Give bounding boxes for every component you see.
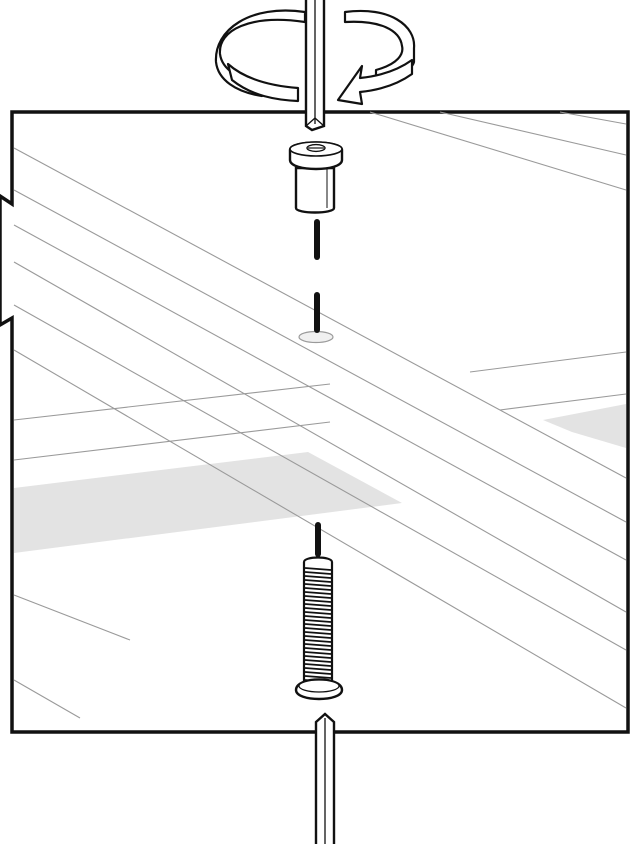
- bolt-thread-line: [304, 575, 332, 579]
- bolt-hole: [298, 330, 334, 344]
- barrel-nut: [288, 141, 344, 214]
- bolt-thread-line: [304, 579, 332, 583]
- bolt-thread-line: [304, 647, 332, 651]
- bolt-thread-line: [304, 639, 332, 643]
- bolt-thread-line: [304, 675, 332, 679]
- bolt-thread-line: [304, 583, 332, 587]
- bolt-thread-line: [304, 567, 332, 571]
- lower-slat-shade: [14, 452, 402, 553]
- alignment-guide: [314, 219, 321, 557]
- bolt-thread-line: [304, 587, 332, 591]
- bolt-thread-line: [304, 591, 332, 595]
- right-slat-shade: [543, 404, 626, 448]
- bolt-threads: [304, 567, 332, 683]
- rotation-arrow-icon: [214, 9, 416, 106]
- screwdriver-bottom: [314, 712, 336, 844]
- bolt-thread-line: [304, 651, 332, 655]
- bolt-thread-line: [304, 659, 332, 663]
- bolt-thread-line: [304, 623, 332, 627]
- bolt-thread-line: [304, 671, 332, 675]
- bolt-thread-line: [304, 603, 332, 607]
- bolt-thread-line: [304, 635, 332, 639]
- bolt-thread-line: [304, 631, 332, 635]
- bolt-thread-line: [304, 643, 332, 647]
- bolt-thread-line: [304, 607, 332, 611]
- bed-frame-panel: [0, 110, 630, 734]
- bolt: [294, 556, 344, 701]
- bolt-thread-line: [304, 595, 332, 599]
- screwdriver-top: [304, 0, 326, 132]
- bolt-thread-line: [304, 619, 332, 623]
- bolt-thread-line: [304, 599, 332, 603]
- bolt-thread-line: [304, 655, 332, 659]
- bolt-thread-line: [304, 663, 332, 667]
- bolt-thread-line: [304, 667, 332, 671]
- bolt-thread-line: [304, 627, 332, 631]
- bolt-thread-line: [304, 615, 332, 619]
- bolt-thread-line: [304, 571, 332, 575]
- bolt-thread-line: [304, 611, 332, 615]
